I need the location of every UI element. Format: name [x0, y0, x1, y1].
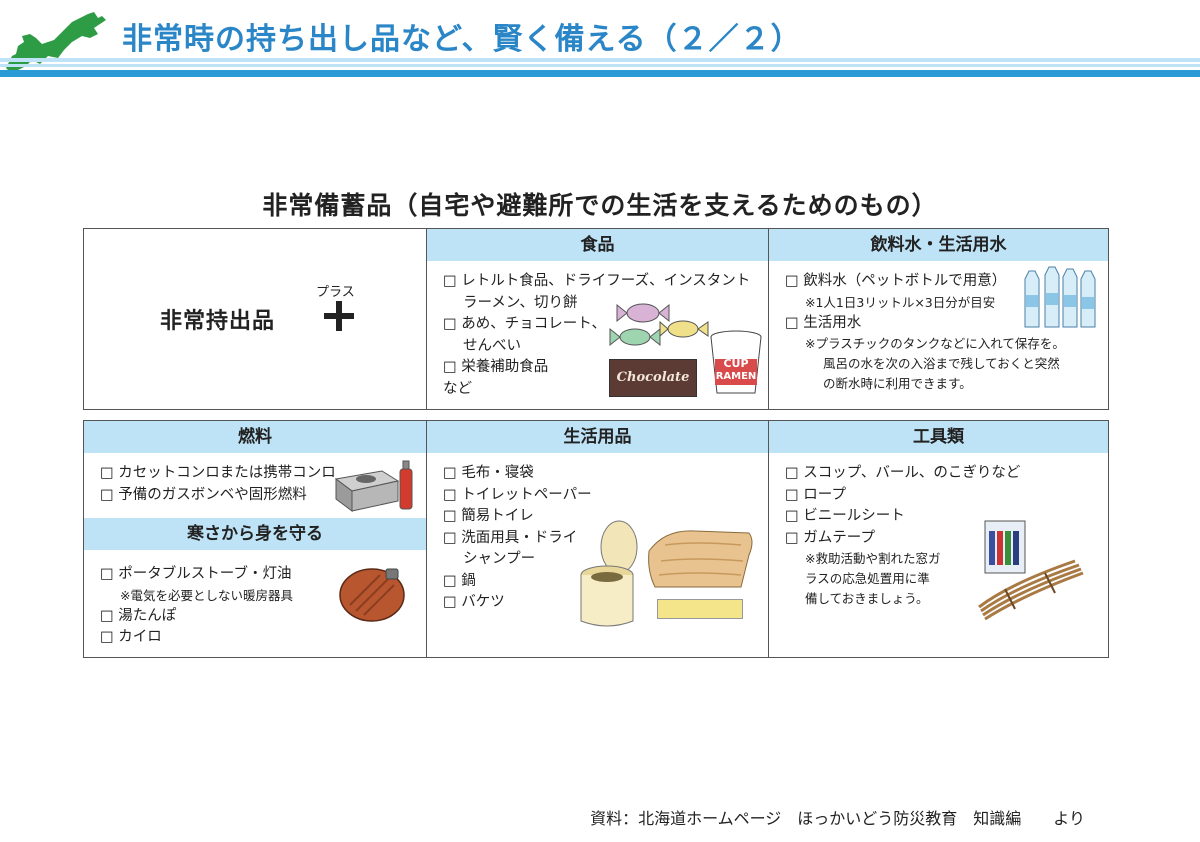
- list-item: シャンプー: [463, 551, 536, 567]
- daily-goods-header: 生活用品: [427, 421, 768, 453]
- cup-ramen-icon: [710, 330, 762, 394]
- food-header: 食品: [427, 229, 768, 261]
- tools-header: 工具類: [769, 421, 1108, 453]
- stockpile-table-top: プラス 非常持出品 食品 □ レトルト食品、ドライフーズ、インスタント ラーメン…: [83, 228, 1109, 410]
- list-item: □ 洗面用具・ドライ: [443, 529, 578, 546]
- header-stripe: [0, 58, 1200, 62]
- cup-ramen-label-2: RAMEN: [715, 371, 757, 382]
- list-item: □ 生活用水: [785, 314, 862, 331]
- list-item: □ 簡易トイレ: [443, 508, 534, 524]
- list-item: □ ロープ: [785, 486, 846, 503]
- list-item: □ ポータブルストーブ・灯油: [100, 566, 292, 582]
- candy-illustration: [609, 303, 709, 347]
- plus-ruby: プラス: [316, 285, 355, 300]
- cup-ramen-illustration: CUP RAMEN: [709, 329, 763, 397]
- cold-protection-header: 寒さから身を守る: [84, 518, 426, 550]
- list-item: □ バケツ: [443, 594, 505, 610]
- tools-cell: 工具類 □ スコップ、バール、のこぎりなど □ ロープ □ ビニールシート □ …: [768, 421, 1108, 657]
- list-note: 風呂の水を次の入浴まで残しておくと突然: [823, 356, 1060, 371]
- portable-toilet-illustration: [580, 520, 638, 627]
- list-item: せんべい: [463, 337, 521, 354]
- list-item: □ 湯たんぽ: [100, 607, 177, 624]
- list-item: □ スコップ、バール、のこぎりなど: [785, 465, 1021, 481]
- list-item: ラーメン、切り餅: [463, 294, 578, 311]
- section-title: 非常備蓄品（自宅や避難所での生活を支えるためのもの）: [262, 191, 938, 220]
- tools-list: □ スコップ、バール、のこぎりなど □ ロープ □ ビニールシート □ ガムテー…: [785, 463, 1020, 609]
- cup-ramen-label-1: CUP: [723, 357, 749, 370]
- fuel-list: □ カセットコンロまたは携帯コンロ □ 予備のガスボンベや固形燃料: [100, 463, 336, 506]
- list-note: ※プラスチックのタンクなどに入れて保存を。: [805, 336, 1065, 351]
- list-note: 備しておきましょう。: [805, 591, 929, 606]
- list-item: □ カイロ: [100, 629, 162, 645]
- tape-box-illustration: [984, 520, 1026, 574]
- page-title: 非常時の持ち出し品など、賢く備える（２／２）: [122, 22, 802, 57]
- chocolate-illustration: Chocolate: [609, 359, 697, 397]
- source-credit: 資料：北海道ホームページ ほっかいどう防災教育 知識編 より: [590, 809, 1085, 828]
- list-item: など: [443, 380, 472, 397]
- daily-goods-cell: 生活用品 □ 毛布・寝袋 □ トイレットペーパー □ 簡易トイレ □ 洗面用具・…: [426, 421, 768, 657]
- list-note: ラスの応急処置用に準: [805, 571, 930, 586]
- list-item: □ ビニールシート: [785, 508, 905, 524]
- emergency-carry-cell: プラス 非常持出品: [84, 229, 426, 409]
- list-item: □ 飲料水（ペットボトルで用意）: [785, 273, 1007, 289]
- fuel-header: 燃料: [84, 421, 426, 453]
- header-stripe: [0, 70, 1200, 77]
- list-note: ※電気を必要としない暖房器具: [120, 587, 293, 603]
- water-header: 飲料水・生活用水: [769, 229, 1108, 261]
- header: 非常時の持ち出し品など、賢く備える（２／２）: [0, 0, 1200, 82]
- list-note: ※救助活動や割れた窓ガ: [805, 551, 941, 566]
- list-item: □ あめ、チョコレート、: [443, 316, 607, 332]
- food-list: □ レトルト食品、ドライフーズ、インスタント ラーメン、切り餅 □ あめ、チョコ…: [443, 271, 750, 400]
- list-item: □ 鍋: [443, 572, 476, 589]
- rope-illustration: [978, 559, 1084, 621]
- list-item: □ トイレットペーパー: [443, 486, 592, 503]
- toilet-paper-illustration: [657, 599, 743, 619]
- gas-stove-illustration: [334, 460, 413, 512]
- hot-water-bottle-illustration: [339, 568, 405, 622]
- list-item: □ カセットコンロまたは携帯コンロ: [100, 465, 336, 481]
- list-note: ※1人1日3リットル×3日分が目安: [805, 294, 996, 310]
- water-cell: 飲料水・生活用水 □ 飲料水（ペットボトルで用意） ※1人1日3リットル×3日分…: [768, 229, 1108, 409]
- list-note: の断水時に利用できます。: [823, 376, 972, 391]
- fuel-cell: 燃料 □ カセットコンロまたは携帯コンロ □ 予備のガスボンベや固形燃料 寒さか…: [84, 421, 426, 657]
- stockpile-table-bottom: 燃料 □ カセットコンロまたは携帯コンロ □ 予備のガスボンベや固形燃料 寒さか…: [83, 420, 1109, 658]
- emergency-carry-label: 非常持出品: [160, 309, 276, 334]
- header-stripe: [0, 64, 1200, 67]
- plus-icon: [324, 301, 354, 331]
- list-item: □ レトルト食品、ドライフーズ、インスタント: [443, 273, 751, 289]
- list-item: □ 予備のガスボンベや固形燃料: [100, 486, 307, 503]
- list-item: □ 栄養補助食品: [443, 359, 549, 375]
- water-list: □ 飲料水（ペットボトルで用意） ※1人1日3リットル×3日分が目安 □ 生活用…: [785, 271, 1065, 394]
- daily-goods-list: □ 毛布・寝袋 □ トイレットペーパー □ 簡易トイレ □ 洗面用具・ドライ シ…: [443, 463, 592, 614]
- list-item: □ 毛布・寝袋: [443, 465, 534, 481]
- list-item: □ ガムテープ: [785, 529, 875, 546]
- blanket-illustration: [648, 530, 753, 588]
- cold-protection-list: □ ポータブルストーブ・灯油 ※電気を必要としない暖房器具 □ 湯たんぽ □ カ…: [100, 564, 293, 649]
- food-cell: 食品 □ レトルト食品、ドライフーズ、インスタント ラーメン、切り餅 □ あめ、…: [426, 229, 768, 409]
- water-bottles-illustration: [1024, 266, 1096, 328]
